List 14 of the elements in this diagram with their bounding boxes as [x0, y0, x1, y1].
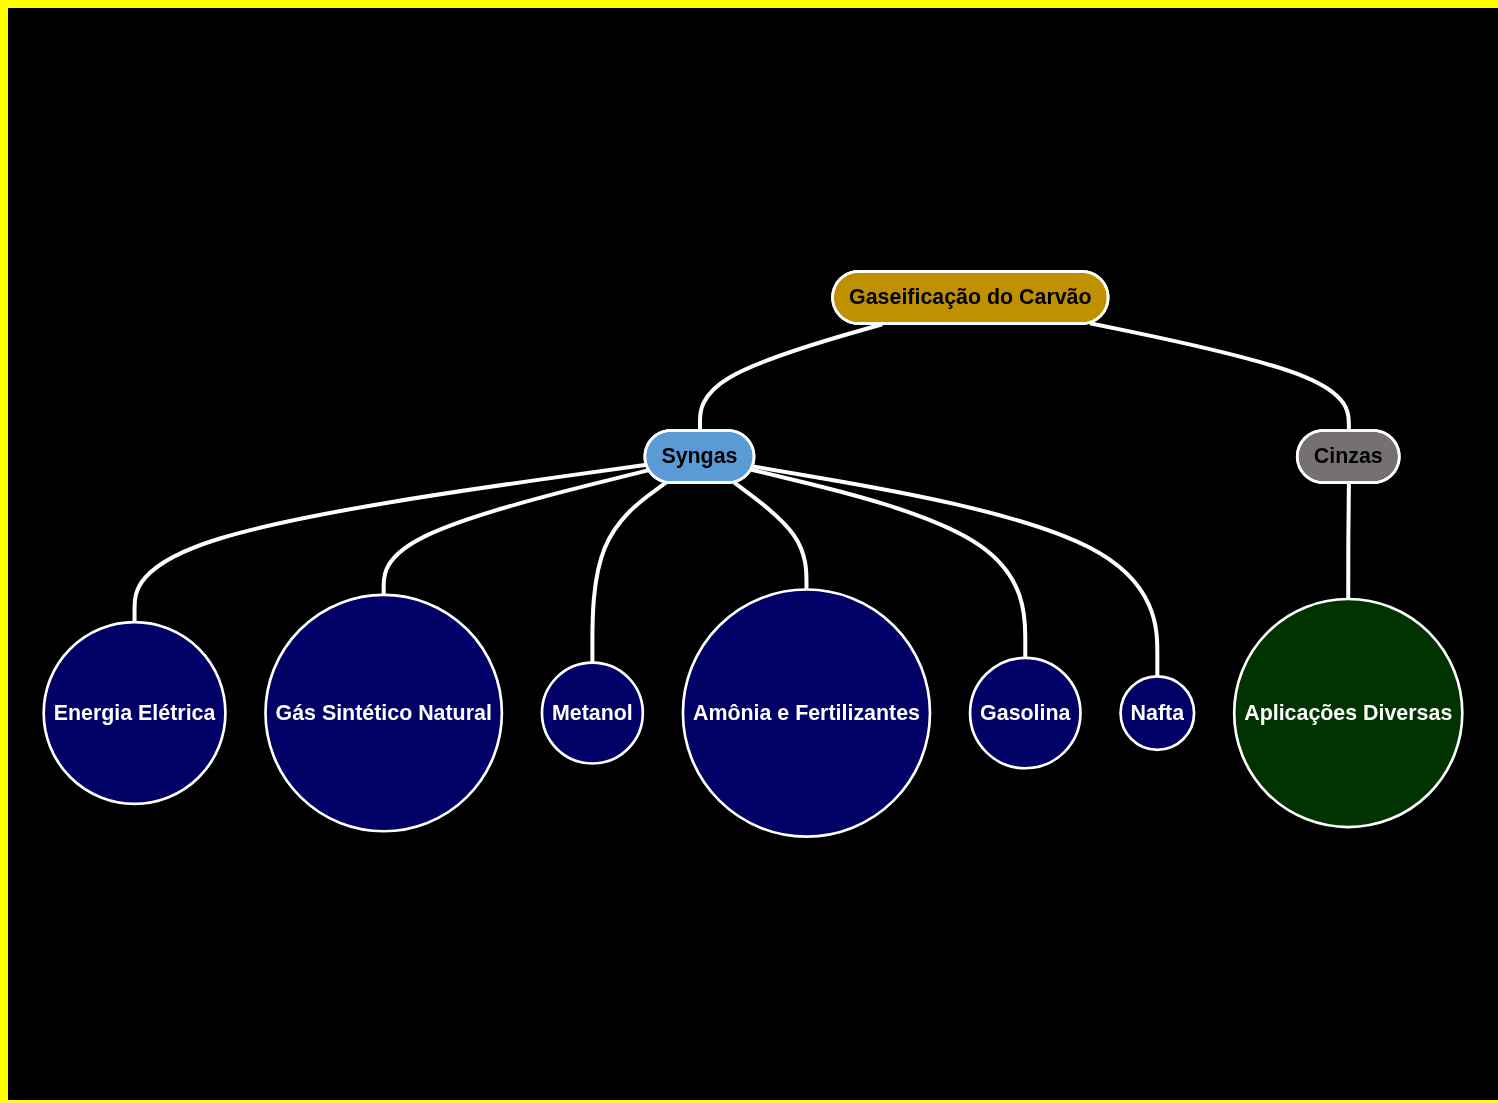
node-circle: Aplicações Diversas — [1232, 597, 1464, 829]
node-circle: Nafta — [1119, 674, 1196, 752]
node-circle: Amônia e Fertilizantes — [681, 588, 932, 838]
node-circle: Gasolina — [968, 656, 1082, 770]
connector — [751, 467, 1028, 658]
connector — [590, 481, 668, 663]
connector — [132, 462, 647, 623]
node-circle: Energia Elétrica — [42, 620, 227, 806]
connector — [733, 481, 809, 590]
connector — [752, 464, 1160, 677]
connector — [381, 468, 650, 595]
node-circle: Gás Sintético Natural — [264, 593, 504, 833]
node-circle: Metanol — [540, 661, 645, 765]
connector — [1346, 483, 1351, 599]
